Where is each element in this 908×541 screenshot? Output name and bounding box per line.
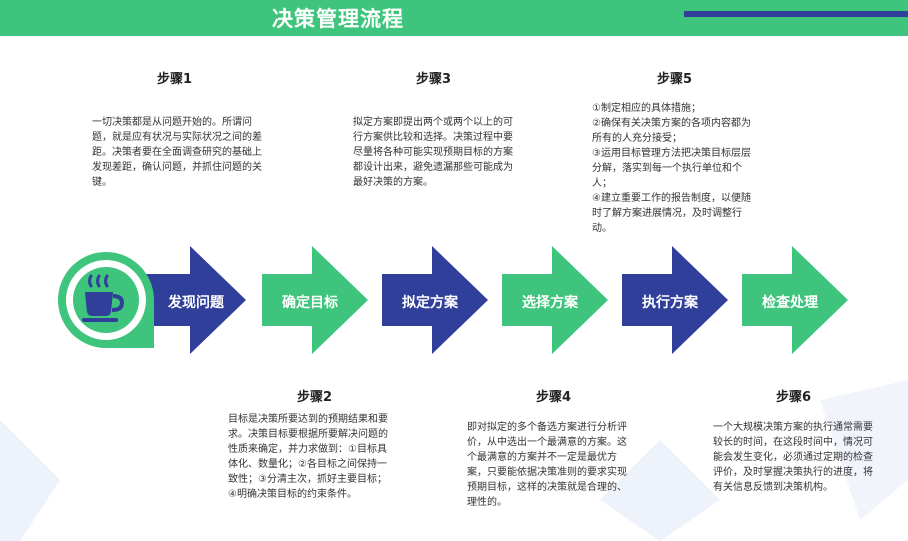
step-3-text: 拟定方案即提出两个或两个以上的可行方案供比较和选择。决策过程中要尽量将各种可能实…	[353, 117, 513, 188]
step-2-title: 步骤2	[297, 390, 333, 405]
title-bar	[0, 0, 908, 36]
step-6-text: 一个大规模决策方案的执行通常需要较长的时间，在这段时间中，情况可能会发生变化，必…	[713, 422, 873, 493]
page-title: 决策管理流程	[272, 7, 404, 31]
step-4-title: 步骤4	[536, 390, 572, 405]
flow-arrow-5	[622, 246, 728, 354]
flow-label-6: 检查处理	[762, 295, 818, 311]
step-4-text: 即对拟定的多个备选方案进行分析评价，从中选出一个最满意的方案。这个最满意的方案并…	[467, 422, 627, 508]
flow-arrow-4	[502, 246, 608, 354]
step-2-text: 目标是决策所要达到的预期结果和要求。决策目标要根据所要解决问题的性质来确定，并力…	[228, 414, 388, 500]
step-5-title: 步骤5	[657, 72, 693, 87]
step-1-text: 一切决策都是从问题开始的。所谓问题，就是应有状况与实际状况之间的差距。决策者要在…	[92, 117, 262, 188]
flow-label-4: 选择方案	[522, 295, 578, 311]
step-5-text: ①制定相应的具体措施； ②确保有关决策方案的各项内容都为所有的人充分接受； ③运…	[592, 101, 760, 236]
step-6-title: 步骤6	[776, 390, 812, 405]
flow-arrow-1	[140, 246, 246, 354]
background-decoration	[0, 380, 908, 541]
coffee-cup-icon	[58, 252, 154, 348]
step-5-line-4: ④建立重要工作的报告制度，以便随时了解方案进展情况，及时调整行动。	[592, 193, 751, 234]
title-accent-bar	[684, 11, 908, 17]
flow-label-2: 确定目标	[282, 295, 338, 311]
coffee-badge	[56, 250, 156, 350]
flow-arrow-3	[382, 246, 488, 354]
flow-arrow-6	[742, 246, 848, 354]
flow-arrow-2	[262, 246, 368, 354]
step-5-line-3: ③运用目标管理方法把决策目标层层分解，落实到每一个执行单位和个人；	[592, 148, 751, 189]
step-5-line-1: ①制定相应的具体措施；	[592, 103, 701, 114]
step-1-title: 步骤1	[157, 72, 193, 87]
step-5-line-2: ②确保有关决策方案的各项内容都为所有的人充分接受；	[592, 118, 751, 144]
flow-label-5: 执行方案	[642, 295, 698, 311]
step-3-title: 步骤3	[416, 72, 452, 87]
flow-label-3: 拟定方案	[402, 295, 458, 311]
flow-label-1: 发现问题	[168, 295, 224, 311]
